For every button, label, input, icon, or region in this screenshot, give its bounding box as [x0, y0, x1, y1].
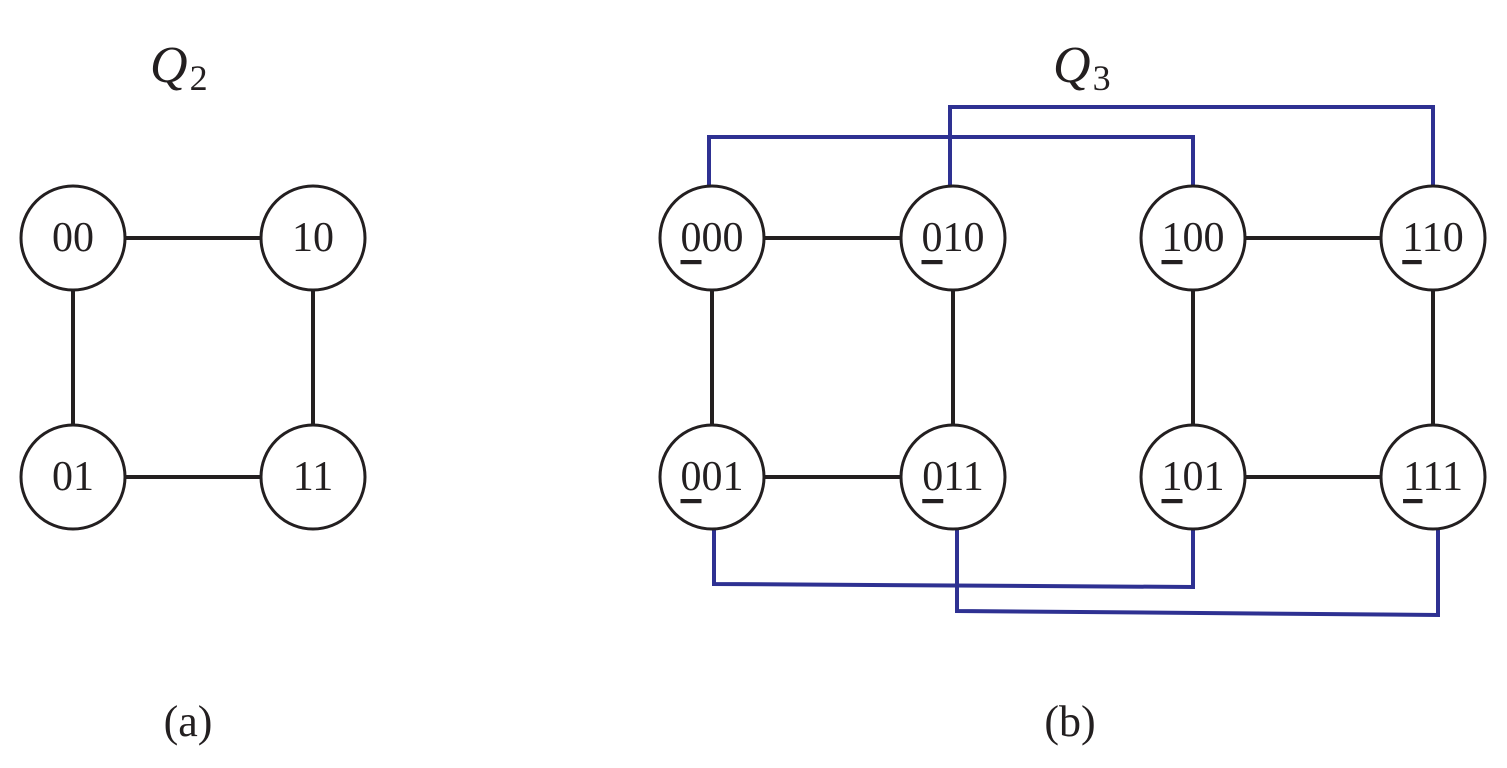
q2-node-01: 01: [19, 423, 127, 531]
q2-node-11: 11: [259, 423, 367, 531]
q3-node-000-label: 000: [681, 215, 744, 261]
q3-node-011: 011: [899, 423, 1007, 531]
q3-node-110: 110: [1379, 184, 1487, 292]
panel-b-title-letter: Q: [1053, 37, 1091, 94]
panel-b-title: Q3: [1053, 37, 1111, 98]
q3-node-000: 000: [658, 184, 766, 292]
q2-node-00: 00: [19, 184, 127, 292]
q3-node-010: 010: [899, 184, 1007, 292]
q2-node-11-label: 11: [293, 454, 333, 500]
q2-node-10: 10: [259, 184, 367, 292]
q3-node-101-label: 101: [1162, 454, 1225, 500]
panel-a-caption: (a): [164, 697, 213, 746]
panel-b-caption: (b): [1044, 697, 1095, 746]
q2-node-01-label: 01: [52, 454, 94, 500]
q3-node-110-label: 110: [1402, 215, 1463, 261]
q3-node-010-label: 010: [922, 215, 985, 261]
q3-node-101: 101: [1139, 423, 1247, 531]
panel-a-title: Q2: [150, 37, 208, 98]
panel-b-title-subscript: 3: [1093, 58, 1111, 98]
q3-link-011-111: [955, 529, 1440, 618]
q3-node-100-label: 100: [1162, 215, 1225, 261]
q3-node-111: 111: [1379, 423, 1487, 531]
q2-node-10-label: 10: [292, 215, 334, 261]
panel-a-title-letter: Q: [150, 37, 188, 94]
q3-node-111-label: 111: [1403, 454, 1463, 500]
q3-node-011-label: 011: [922, 454, 983, 500]
q3-node-100: 100: [1139, 184, 1247, 292]
q3-link-001-101: [712, 529, 1195, 590]
panel-b: Q3 000 010 100 110: [658, 37, 1487, 746]
panel-a-title-subscript: 2: [190, 58, 208, 98]
panel-a: Q2 00 10 01 11 (a): [19, 37, 367, 746]
q3-link-010-110: [948, 105, 1435, 186]
q2-node-00-label: 00: [52, 215, 94, 261]
q3-node-001-label: 001: [681, 454, 744, 500]
q3-node-001: 001: [658, 423, 766, 531]
